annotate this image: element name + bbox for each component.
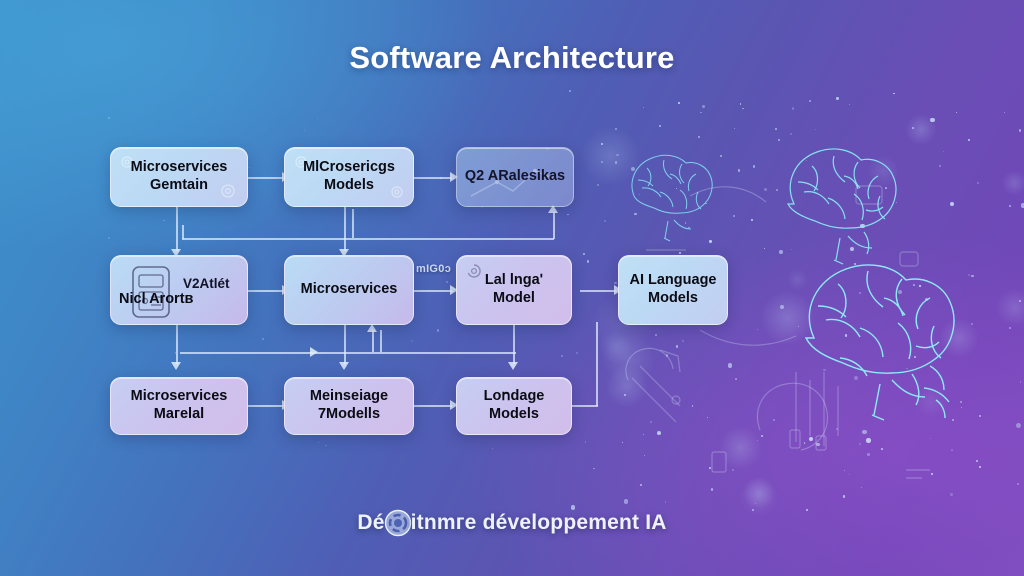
connector-mid-h bbox=[180, 352, 516, 354]
node-row1-col1[interactable]: Microservices Gemtain bbox=[110, 147, 248, 207]
arrowhead-c3-r2-r3 bbox=[508, 362, 518, 370]
node-label: Niсl Arortв bbox=[119, 291, 194, 307]
gear-icon bbox=[295, 156, 307, 168]
brain-large-main bbox=[780, 238, 1000, 434]
connector-c2-r2-r3 bbox=[344, 322, 346, 364]
connector-r1-1to2 bbox=[248, 177, 284, 179]
connector-r3-2to3 bbox=[414, 405, 452, 407]
connector-route-v-top bbox=[553, 212, 555, 239]
footer-caption: Dé itnmгe développement IA bbox=[0, 508, 1024, 538]
page-title: Software Architecture bbox=[349, 40, 675, 75]
connector-c3-r2-r3 bbox=[513, 322, 515, 364]
circular-logo-icon bbox=[384, 509, 411, 537]
connector-route-v-mid bbox=[352, 209, 354, 238]
connector-r2-1to2 bbox=[248, 290, 284, 292]
connector-c1-r1-r2 bbox=[176, 207, 178, 251]
connector-right-feedback-h bbox=[572, 405, 598, 407]
connector-route-v-left bbox=[182, 225, 184, 239]
connector-r1-2to3 bbox=[414, 177, 452, 179]
arrowhead-r3-2to3 bbox=[450, 400, 458, 410]
node-label: Q2 ARalesikas bbox=[464, 168, 566, 185]
node-label: Microservices Gemtain bbox=[130, 159, 228, 193]
arrowhead-c1-r2-r3 bbox=[171, 362, 181, 370]
chart-icon bbox=[470, 168, 556, 197]
node-label: Meinseiage 7Modells bbox=[309, 388, 389, 422]
brain-small-left bbox=[612, 140, 734, 250]
node-row2-col2[interactable]: Microservices bbox=[284, 255, 414, 325]
connector-c2-r1-r2 bbox=[344, 207, 346, 251]
footer-text-after: itnmгe développement IA bbox=[410, 511, 667, 534]
connector-mid-v-b bbox=[380, 330, 382, 352]
swirl-icon bbox=[467, 264, 481, 278]
connector-c1-r2-r3 bbox=[176, 322, 178, 364]
node-overlay-label: V2Atlét bbox=[183, 276, 230, 291]
node-label: Microservices Maгelal bbox=[130, 388, 228, 422]
node-row1-col2[interactable]: MlCrosericgs Models bbox=[284, 147, 414, 207]
connector-right-feedback-v bbox=[596, 322, 598, 406]
node-row2-col3[interactable]: Lal lngaʹ Model bbox=[456, 255, 572, 325]
arrowhead-mid-up bbox=[367, 324, 377, 332]
arrowhead-c2-r2-r3 bbox=[339, 362, 349, 370]
node-label: Loոdage Models bbox=[483, 388, 545, 422]
node-label: Microservices bbox=[300, 281, 398, 298]
connector-mid-v-a bbox=[372, 330, 374, 352]
node-row3-col2[interactable]: Meinseiage 7Modells bbox=[284, 377, 414, 435]
arrowhead-r2-2to3 bbox=[450, 285, 458, 295]
node-label: Lal lngaʹ Model bbox=[484, 272, 544, 306]
node-row3-col3[interactable]: Loոdage Models bbox=[456, 377, 572, 435]
arrowhead-r1-2to3 bbox=[450, 172, 458, 182]
node-label: MlCrosericgs Models bbox=[303, 159, 395, 193]
server-icon bbox=[132, 266, 170, 318]
node-row2-col1[interactable]: V2Atlét Niсl Arortв bbox=[110, 255, 248, 325]
arrowhead-route-top bbox=[548, 205, 558, 213]
node-row1-col3[interactable]: Q2 ARalesikas bbox=[456, 147, 574, 207]
arrowhead-c2-r1-r2 bbox=[339, 249, 349, 257]
gear-icon-secondary bbox=[391, 186, 403, 198]
arrowhead-mid-h bbox=[310, 347, 318, 357]
gear-icon-secondary bbox=[221, 184, 235, 198]
node-row3-col1[interactable]: Microservices Maгelal bbox=[110, 377, 248, 435]
gear-icon bbox=[121, 156, 133, 168]
edge-label-midcall: mIG0ɔ bbox=[416, 263, 452, 275]
connector-route-h-top bbox=[182, 238, 554, 240]
arrowhead-c1-r1-r2 bbox=[171, 249, 181, 257]
connector-r3-1to2 bbox=[248, 405, 284, 407]
connector-r2-3to4 bbox=[580, 290, 616, 292]
node-row2-col4[interactable]: AI Language Models bbox=[618, 255, 728, 325]
footer-text-before: Dé bbox=[357, 511, 385, 534]
connector-r2-2to3 bbox=[414, 290, 452, 292]
node-label: AI Language Models bbox=[629, 272, 717, 306]
brain-medium-top bbox=[768, 132, 926, 272]
